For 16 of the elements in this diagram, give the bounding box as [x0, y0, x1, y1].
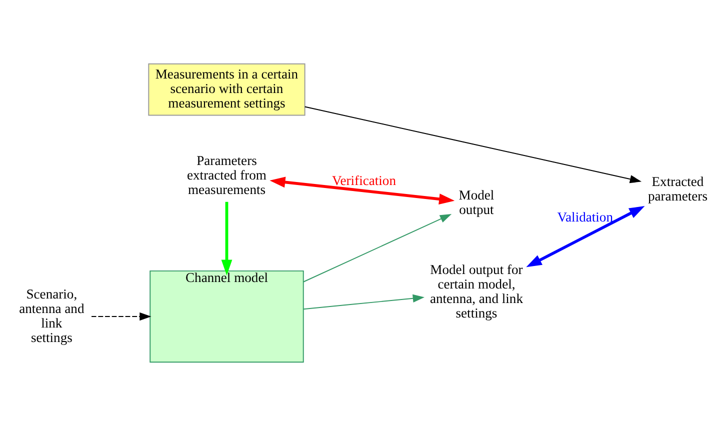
arrow — [91, 312, 152, 321]
node-text: Extracted parameters — [648, 174, 708, 204]
edge-label: Verification — [332, 172, 396, 188]
node-text: Scenario, antenna and link settings — [19, 286, 84, 345]
arrow — [302, 214, 452, 282]
arrow — [221, 202, 232, 276]
node-text: Model output — [458, 187, 494, 217]
node-text: Model output for certain model, antenna, and link settings — [430, 262, 524, 321]
node-box: Measurements in a certain scenario with certain measurement settings — [148, 63, 306, 116]
arrow — [304, 106, 642, 184]
arrow — [302, 294, 424, 310]
arrow — [270, 176, 455, 204]
node-text: Parameters extracted from measurements — [187, 152, 266, 198]
node-box: Channel model — [150, 270, 304, 363]
edge-label: Validation — [557, 210, 613, 225]
arrow — [526, 206, 645, 268]
